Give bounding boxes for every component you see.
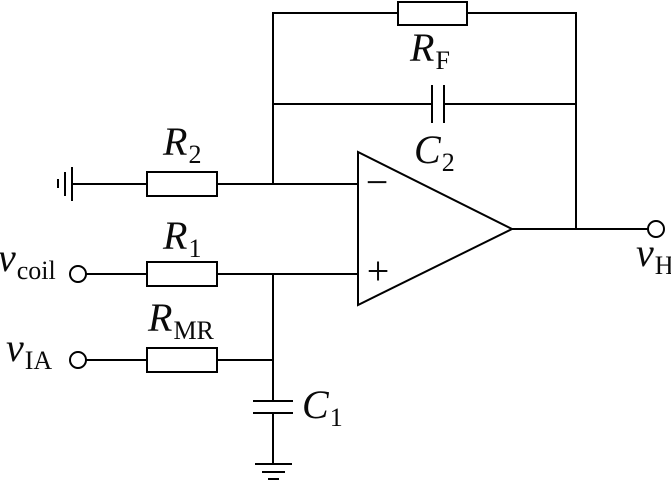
via-label: vIA bbox=[6, 325, 52, 374]
r2-label: R2 bbox=[163, 119, 201, 168]
vh-label-main: v bbox=[636, 230, 654, 275]
vh-label: vH bbox=[636, 230, 671, 279]
rf-label-sub: F bbox=[435, 46, 450, 75]
opamp-inverting-sign: − bbox=[365, 159, 389, 205]
c2-label-sub: 2 bbox=[441, 148, 455, 177]
ground-symbol-bottom bbox=[255, 463, 292, 480]
c2-label-main: C bbox=[414, 127, 441, 172]
rmr-label-sub: MR bbox=[173, 316, 214, 345]
r1-label: R1 bbox=[163, 213, 201, 262]
ground-symbol-left bbox=[57, 167, 73, 201]
rmr-label-main: R bbox=[148, 295, 173, 340]
via-terminal bbox=[69, 351, 87, 369]
r2-resistor-body bbox=[146, 171, 218, 197]
r2-label-main: R bbox=[163, 119, 188, 164]
vh-label-sub: H bbox=[654, 251, 671, 280]
vcoil-terminal bbox=[69, 265, 87, 283]
r2-label-sub: 2 bbox=[188, 140, 202, 169]
opamp-noninverting-sign: + bbox=[366, 248, 390, 294]
via-label-sub: IA bbox=[24, 346, 53, 375]
vcoil-label-sub: coil bbox=[16, 256, 56, 285]
c1-label: C1 bbox=[302, 382, 343, 431]
vh-output-terminal bbox=[647, 220, 665, 238]
c1-label-main: C bbox=[302, 382, 329, 427]
r1-resistor-body bbox=[146, 261, 218, 287]
rf-label: RF bbox=[410, 25, 450, 74]
vcoil-label: vcoil bbox=[0, 235, 56, 284]
rmr-resistor-body bbox=[146, 347, 218, 373]
c1-label-sub: 1 bbox=[329, 403, 343, 432]
opamp-triangle bbox=[357, 150, 515, 307]
vcoil-label-main: v bbox=[0, 235, 16, 280]
r1-label-main: R bbox=[163, 213, 188, 258]
rf-resistor-body bbox=[397, 1, 468, 26]
r1-label-sub: 1 bbox=[188, 234, 202, 263]
via-label-main: v bbox=[6, 325, 24, 370]
rf-label-main: R bbox=[410, 25, 435, 70]
rmr-label: RMR bbox=[148, 295, 214, 344]
c2-label: C2 bbox=[414, 127, 455, 176]
